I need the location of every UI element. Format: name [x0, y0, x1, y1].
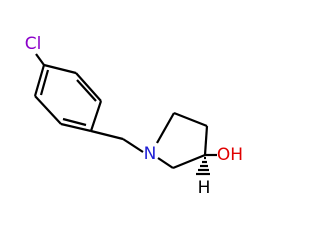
double-bond-inner-3	[39, 69, 50, 96]
bond-c3-c4	[89, 100, 103, 132]
stereo-hydrogen-label: H	[198, 178, 211, 198]
hashed-wedge-bond	[196, 156, 210, 176]
double-bond-inner-2	[62, 117, 87, 127]
bond-ch2-n	[122, 138, 144, 153]
molecule-structure: Cl N OH H	[25, 34, 243, 198]
double-bond-inner-1	[76, 79, 97, 102]
bond-c1-cl	[35, 53, 45, 66]
benzene-ring	[33, 63, 103, 133]
bond-c4-c5	[60, 122, 92, 133]
bond-c5-c6	[34, 95, 62, 125]
bond-c2p-c3p	[173, 111, 208, 128]
pyrrolidine-ring	[156, 111, 209, 170]
nitrogen-atom-label: N	[144, 144, 157, 164]
bond-c5p-n	[157, 157, 174, 169]
bond-c6-c1	[33, 64, 46, 97]
hydroxyl-label: OH	[217, 145, 243, 165]
bond-c4-ch2	[90, 129, 124, 141]
bond-n-c2p	[156, 112, 175, 144]
bond-c2-c3	[75, 72, 102, 102]
bond-c4p-c5p	[172, 153, 206, 170]
bond-c1-c2	[43, 63, 77, 75]
bond-c3p-c4p	[203, 125, 209, 156]
chlorine-atom-label: Cl	[25, 34, 42, 54]
